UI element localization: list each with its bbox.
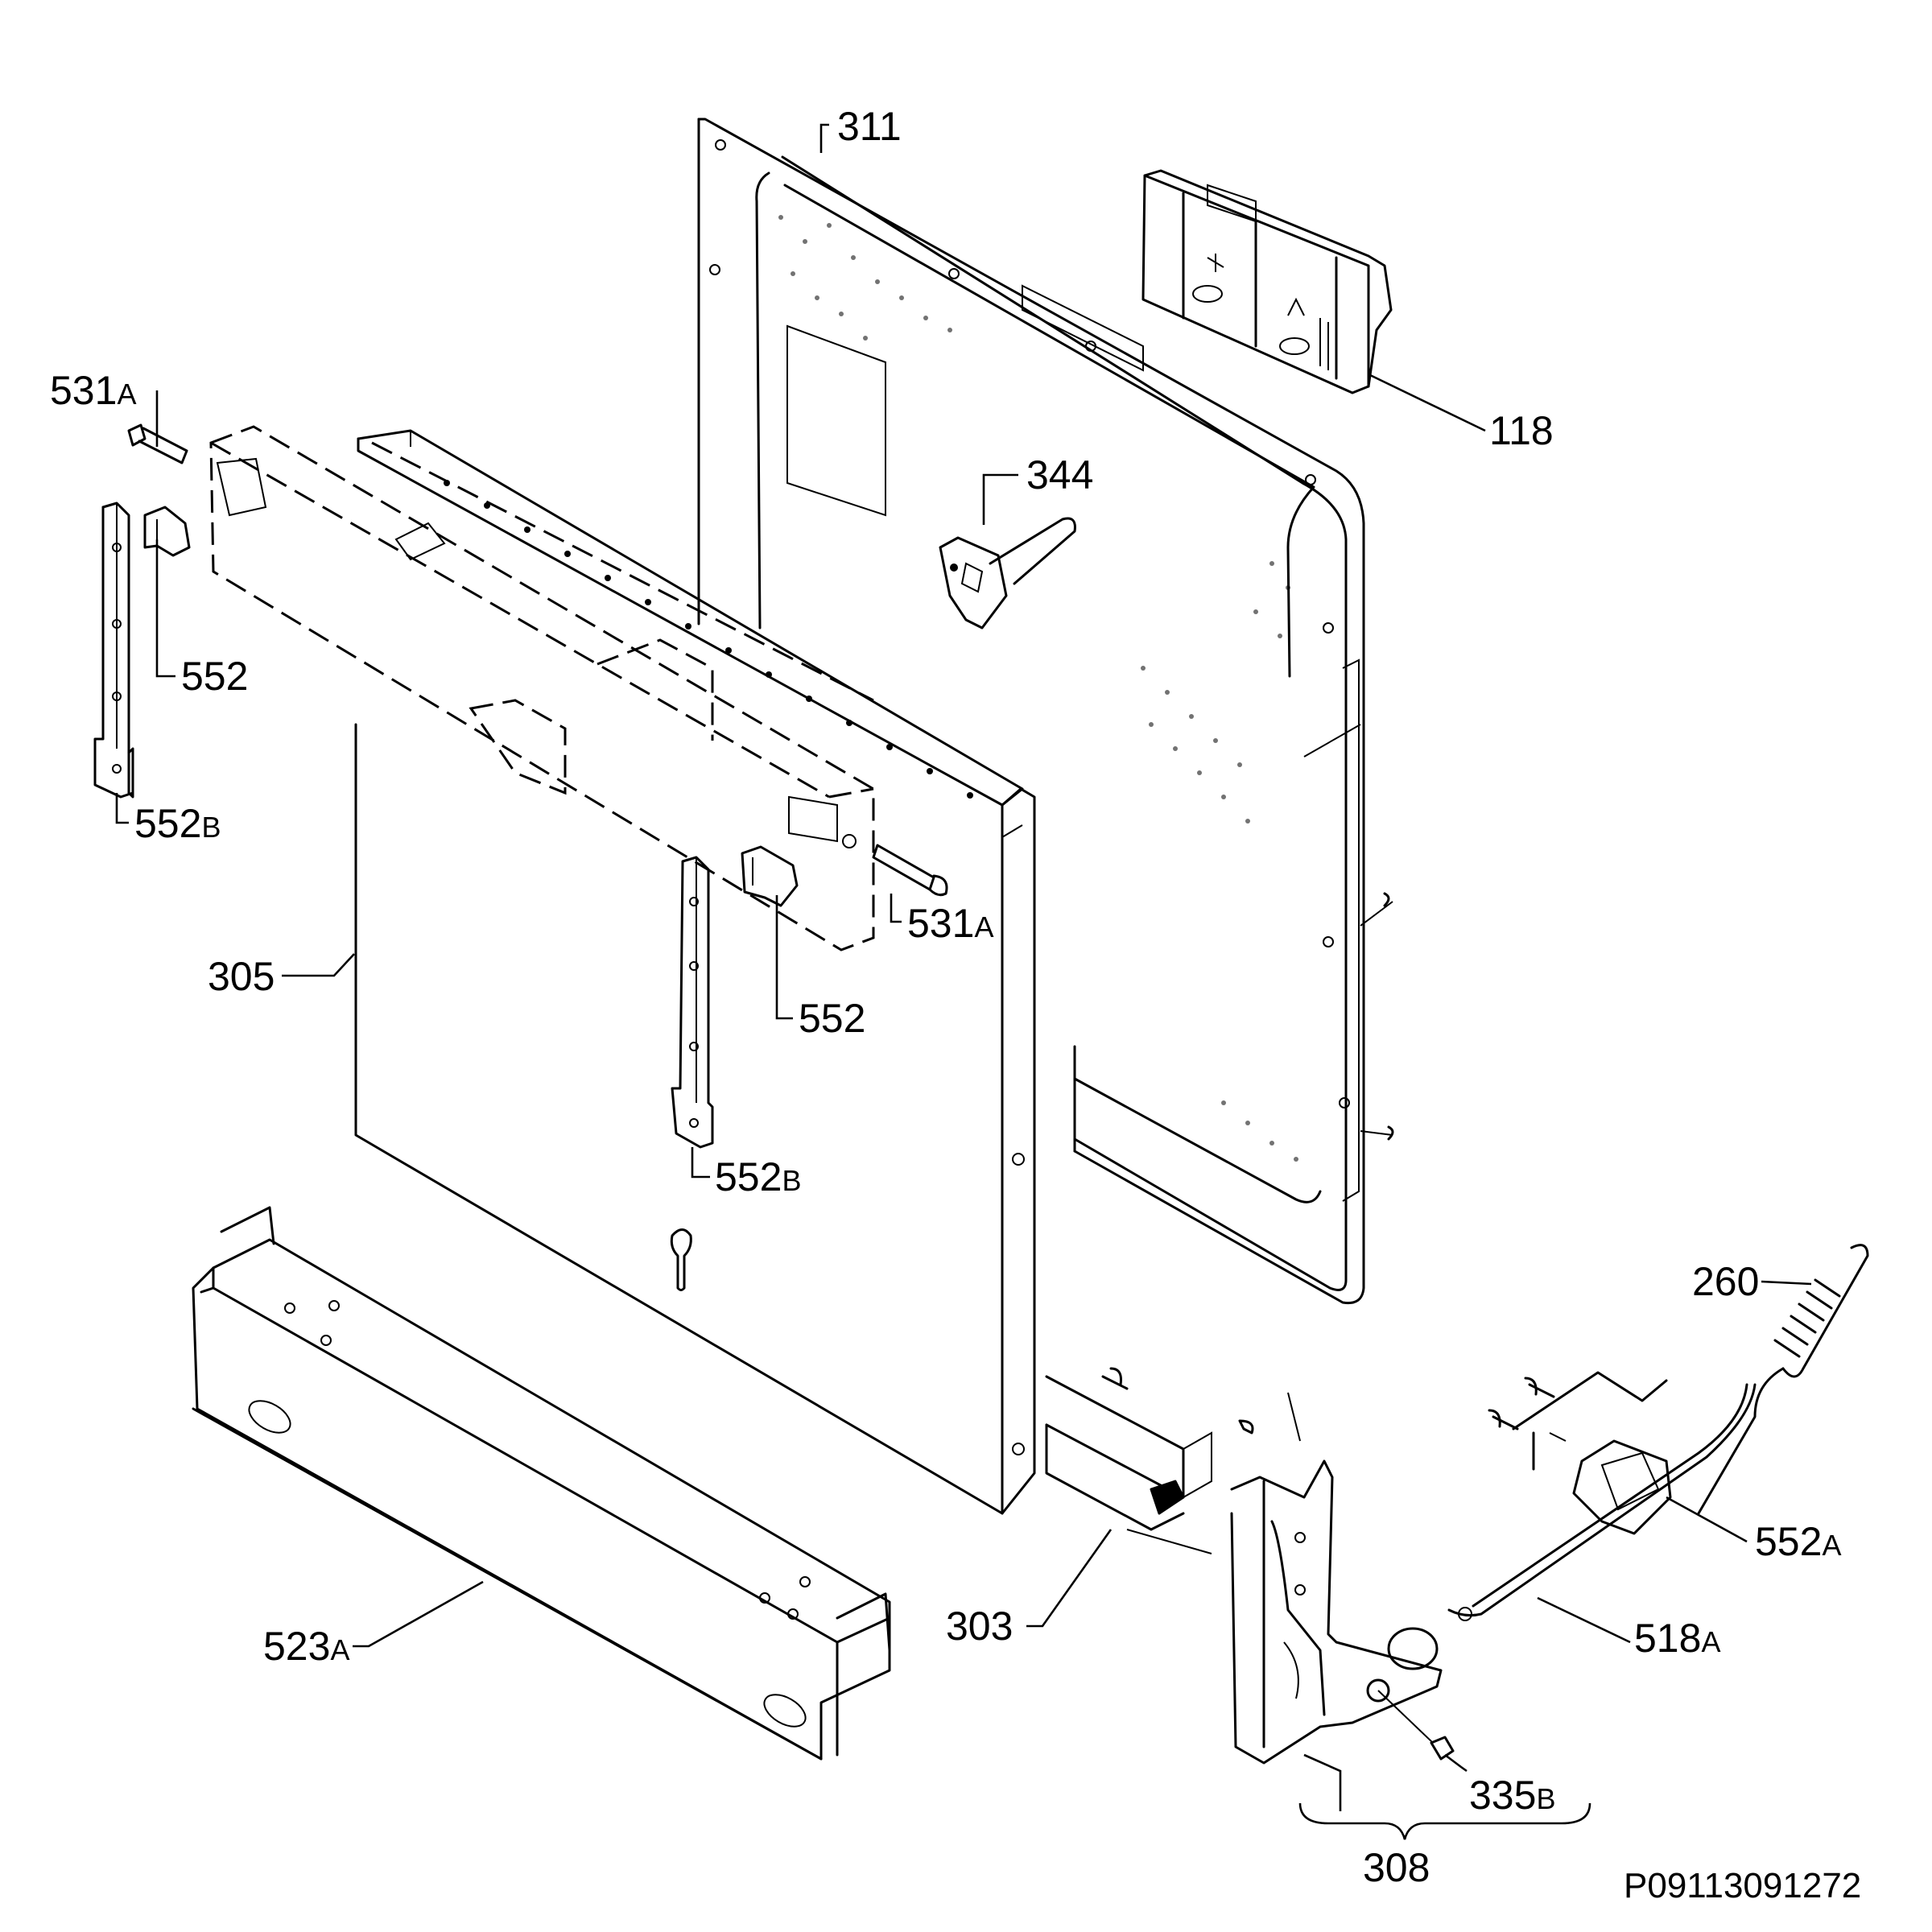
callout-260: 260 — [1692, 1259, 1760, 1304]
panel-rivets — [444, 480, 973, 799]
callout-344: 344 — [1026, 452, 1094, 497]
callout-335b: 335B — [1469, 1773, 1556, 1818]
callout-308: 308 — [1363, 1845, 1430, 1890]
callout-552-mid: 552 — [799, 996, 866, 1041]
callout-552b-mid: 552B — [715, 1154, 802, 1199]
outer-door-panel-305 — [354, 429, 1036, 1515]
foot-bar-303 — [1045, 1375, 1212, 1554]
callout-531a-top: 531A — [50, 368, 137, 413]
screw-531a-top — [127, 423, 188, 464]
detergent-dispenser-118 — [1141, 169, 1393, 394]
callout-303: 303 — [946, 1604, 1013, 1649]
screw-531a-mid — [842, 834, 948, 897]
callout-552-left: 552 — [181, 654, 249, 699]
spring-260 — [1697, 1244, 1869, 1515]
callout-552a: 552A — [1755, 1519, 1842, 1564]
inner-door-panel-311 — [697, 118, 1365, 1305]
fixing-screws — [1101, 892, 1555, 1430]
callout-305: 305 — [208, 954, 275, 999]
hinge-clip-552-mid — [741, 845, 799, 907]
callout-552b-left: 552B — [134, 801, 221, 846]
hinge-assembly-308 — [1230, 1392, 1443, 1765]
base-bracket-523a — [192, 1206, 891, 1761]
reference-code: P09113091272 — [1624, 1866, 1862, 1905]
callout-leaders — [115, 123, 1812, 1840]
control-panel-outline — [209, 425, 875, 952]
callout-118: 118 — [1489, 408, 1554, 453]
hinge-rail-552b-left — [93, 502, 134, 799]
callout-523a: 523A — [263, 1624, 350, 1669]
callout-531a-mid: 531A — [907, 901, 994, 946]
callout-311: 311 — [837, 104, 902, 149]
callout-518a: 518A — [1634, 1616, 1721, 1661]
door-latch-344 — [939, 517, 1076, 630]
cable-518a — [1447, 1383, 1757, 1621]
hinge-rail-552b-mid — [671, 856, 714, 1149]
nut-335b — [1377, 1690, 1455, 1761]
insulation-texture — [778, 215, 1298, 1162]
hinge-clip-552-left — [143, 506, 191, 557]
counterweight-552a — [1512, 1371, 1672, 1535]
